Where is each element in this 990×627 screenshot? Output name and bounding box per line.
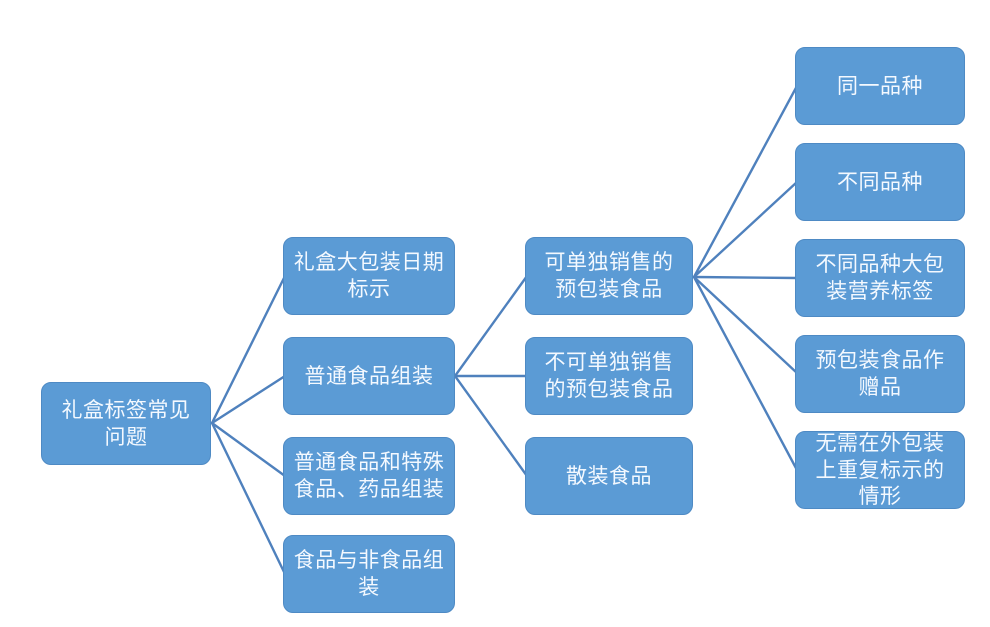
connector-l3-0-l4-2	[692, 275, 799, 280]
node-label: 可单独销售的预包装食品	[544, 250, 674, 301]
node-different-variety: 不同品种	[795, 143, 965, 221]
node-gift-box-date-marking: 礼盒大包装日期标示	[283, 237, 455, 315]
node-label: 不同品种大包装营养标签	[815, 252, 945, 303]
node-label: 无需在外包装上重复标示的情形	[815, 430, 945, 509]
node-label: 不可单独销售的预包装食品	[544, 350, 674, 401]
node-same-variety: 同一品种	[795, 47, 965, 125]
connector-root-l2-2	[210, 421, 287, 478]
connector-root-l2-0	[210, 274, 287, 425]
node-prepackaged-as-gift: 预包装食品作赠品	[795, 335, 965, 413]
node-different-variety-nutrition-label: 不同品种大包装营养标签	[795, 239, 965, 317]
node-food-nonfood-assembly: 食品与非食品组装	[283, 535, 455, 613]
connector-l2-1-l3-0	[453, 274, 529, 378]
node-label: 预包装食品作赠品	[815, 348, 945, 399]
node-label: 同一品种	[837, 73, 923, 98]
node-root: 礼盒标签常见问题	[41, 382, 211, 465]
node-no-repeat-marking-on-outer-package: 无需在外包装上重复标示的情形	[795, 431, 965, 509]
connector-l3-0-l4-3	[692, 275, 799, 375]
node-label: 礼盒大包装日期标示	[293, 250, 445, 301]
node-bulk-food: 散装食品	[525, 437, 693, 515]
node-ordinary-special-food-drug-assembly: 普通食品和特殊食品、药品组装	[283, 437, 455, 515]
node-label: 普通食品组装	[304, 363, 434, 388]
connector-l3-0-l4-1	[692, 180, 799, 279]
connector-l3-0-l4-4	[692, 275, 799, 472]
node-label: 普通食品和特殊食品、药品组装	[293, 450, 445, 501]
connector-root-l2-1	[210, 374, 287, 425]
node-not-individually-sellable-prepackaged: 不可单独销售的预包装食品	[525, 337, 693, 415]
node-label: 散装食品	[566, 463, 652, 488]
node-ordinary-food-assembly: 普通食品组装	[283, 337, 455, 415]
connector-root-l2-3	[210, 421, 287, 576]
node-label: 食品与非食品组装	[293, 548, 445, 599]
node-label: 不同品种	[837, 169, 923, 194]
connector-l3-0-l4-0	[692, 84, 799, 279]
connector-l2-1-l3-2	[453, 374, 529, 478]
node-root-label: 礼盒标签常见问题	[61, 397, 191, 449]
node-individually-sellable-prepackaged: 可单独销售的预包装食品	[525, 237, 693, 315]
